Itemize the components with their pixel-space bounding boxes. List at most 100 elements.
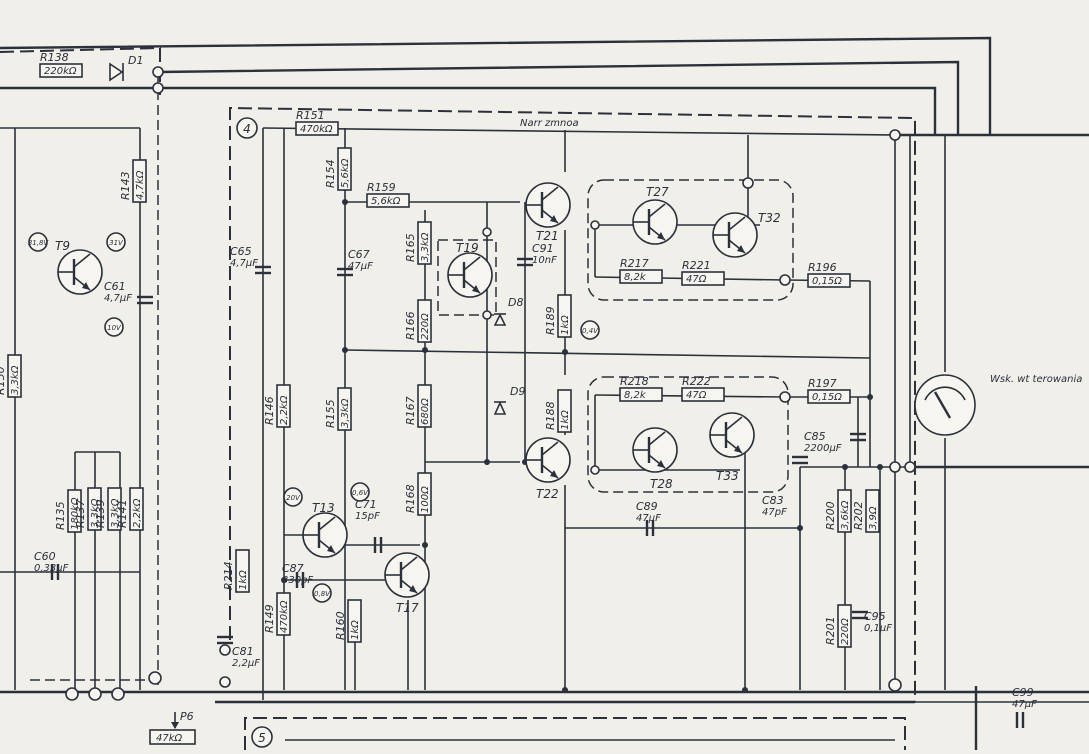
resistor-value: 0,15Ω (812, 276, 842, 287)
transistor-label: T22 (536, 487, 559, 501)
resistor-value: 47Ω (686, 390, 707, 401)
resistor-value: 3,3kΩ (420, 232, 431, 262)
resistor-name: R137 (74, 499, 87, 528)
resistor-name: R138 (40, 51, 69, 64)
transistor-label: T27 (646, 185, 669, 199)
module-borders (0, 46, 916, 750)
resistor-name: R141 (116, 499, 129, 528)
resistor-value: 3,3kΩ (340, 398, 351, 428)
resistor-value: 3,3kΩ (90, 498, 101, 528)
diode-d1: D1 (109, 54, 143, 82)
transistor-t19: T19 (447, 241, 493, 298)
capacitors: C654,7μFC6747μFC9110nFC614,7μFC600,33μFC… (34, 242, 1037, 728)
resistor-name: R196 (808, 261, 837, 274)
diode-d1-label: D1 (128, 54, 143, 67)
transistor-label: T32 (758, 211, 781, 225)
voltage-mark: 0,4V (580, 320, 600, 340)
resistor-name: R188 (544, 401, 557, 430)
voltage-mark: 20V (283, 487, 303, 507)
resistor-name: R202 (852, 501, 865, 530)
capacitor-value: 0,33μF (34, 563, 69, 574)
capacitor-name: C67 (348, 248, 370, 261)
voltage-mark: 0,6V (350, 482, 370, 502)
resistor-value: 8,2k (624, 272, 647, 283)
capacitor-name: C95 (864, 610, 886, 623)
resistor-value: 5,6kΩ (371, 196, 401, 207)
voltage-value: 0,4V (582, 327, 599, 335)
transistor-t32: T32 (712, 211, 781, 258)
capacitor-value: 2200μF (804, 443, 842, 454)
diode-d9-label: D9 (510, 385, 525, 398)
p6-name: P6 (180, 710, 194, 723)
resistors: 220kΩR138470kΩR1515,6kΩR1545,6kΩR1593,3k… (0, 51, 880, 648)
capacitor-value: 330pF (282, 575, 313, 586)
voltage-value: 31,8V (28, 239, 50, 247)
transistor-label: T21 (536, 229, 559, 243)
resistor-value: 1kΩ (560, 315, 571, 335)
capacitor-name: C85 (804, 430, 826, 443)
resistor-name: R197 (808, 377, 837, 390)
capacitor-name: C99 (1012, 686, 1034, 699)
resistor-name: R168 (404, 484, 417, 513)
resistor-value: 0,15Ω (812, 392, 842, 403)
transistor-label: T17 (396, 601, 419, 615)
resistor-value: 3,6kΩ (840, 500, 851, 530)
resistor-name: R200 (824, 501, 837, 530)
block-5-number: 5 (258, 731, 266, 745)
resistor-value: 3,3kΩ (110, 498, 121, 528)
top-note: Narr zmnoa (520, 118, 579, 129)
transistor-t9: T9 (55, 239, 103, 295)
resistor-value: 5,6kΩ (340, 158, 351, 188)
resistor-value: 680Ω (420, 398, 431, 425)
transistor-label: T19 (456, 241, 479, 255)
resistor-value: 220kΩ (44, 66, 77, 77)
resistor-name: R218 (620, 375, 649, 388)
resistor-value: 220Ω (420, 313, 431, 340)
resistor-name: R154 (324, 159, 337, 188)
resistor-name: R151 (296, 109, 325, 122)
resistor-name: R221 (682, 259, 711, 272)
diode-d8: D8 (493, 296, 523, 326)
capacitor-name: C83 (762, 494, 784, 507)
resistor-r138: 220kΩ R138 (39, 51, 83, 78)
capacitor-name: C61 (104, 280, 126, 293)
resistor-name: R165 (404, 233, 417, 262)
capacitor-value: 47pF (762, 507, 787, 518)
resistor-r222: 47Ω R222 (681, 375, 725, 402)
voltage-mark: 31V (106, 232, 126, 252)
resistor-name: R146 (263, 396, 276, 425)
diode-d9: D9 (493, 385, 525, 415)
resistor-value: 220Ω (840, 618, 851, 645)
resistor-name: R139 (94, 499, 107, 528)
capacitor-name: C81 (232, 645, 254, 658)
resistor-name: R189 (544, 306, 557, 335)
transistor-label: T9 (55, 239, 70, 253)
resistor-name: R222 (682, 375, 711, 388)
capacitor-value: 47μF (636, 513, 661, 524)
capacitor-value: 0,1μF (864, 623, 892, 634)
resistor-value: 470kΩ (279, 600, 290, 633)
